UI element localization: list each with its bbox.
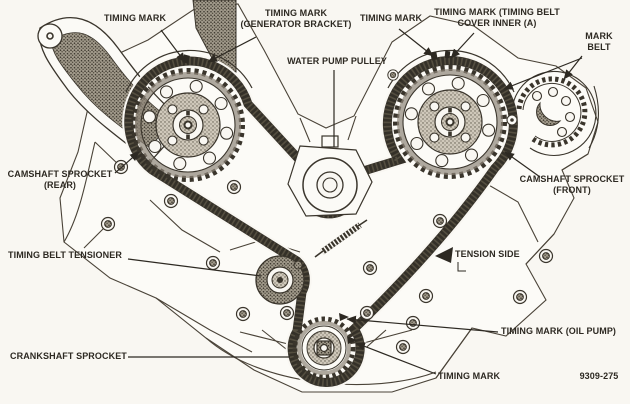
label-water-pump-pulley: WATER PUMP PULLEY	[287, 56, 387, 66]
label-camshaft-sprocket-front: CAMSHAFT SPROCKET (FRONT)	[519, 174, 625, 195]
leader-belt	[503, 57, 583, 90]
water-pump-pulley	[302, 157, 358, 213]
label-camshaft-sprocket-rear: CAMSHAFT SPROCKET (REAR)	[7, 169, 113, 190]
label-timing-mark-cover-inner: TIMING MARK (TIMING BELT COVER INNER (A)	[434, 7, 560, 28]
leader-camshaft-front	[504, 151, 541, 178]
timing-belt	[122, 54, 520, 389]
leader-timing-mark-generator	[207, 36, 257, 63]
leader-tensioner	[127, 258, 262, 277]
timing-mark-cover-glyph	[444, 50, 451, 59]
label-timing-mark-rear: TIMING MARK	[103, 13, 167, 23]
leader-camshaft-rear	[114, 151, 140, 174]
label-crankshaft-sprocket: CRANKSHAFT SPROCKET	[10, 351, 127, 361]
leader-timing-mark-front	[398, 28, 434, 57]
label-timing-mark-crankshaft: TIMING MARK	[437, 371, 501, 381]
leader-lines	[114, 28, 583, 375]
label-tension-side: TENSION SIDE	[455, 249, 520, 259]
generator-bracket	[37, 0, 237, 163]
water-pump	[287, 135, 373, 217]
timing-mark-crankshaft-glyph	[347, 336, 357, 344]
leader-timing-mark-cover	[450, 32, 475, 59]
timing-mark-oil-pump-glyph	[339, 313, 349, 321]
label-timing-mark-oil-pump: TIMING MARK (OIL PUMP)	[501, 326, 617, 336]
partial-sprocket	[506, 70, 599, 157]
label-timing-mark-front: TIMING MARK	[359, 13, 423, 23]
crankshaft-sprocket	[292, 316, 356, 380]
leader-timing-mark-crankshaft	[355, 342, 437, 375]
tensioner-spring	[314, 219, 368, 258]
label-mark-belt: MARK BELT	[585, 31, 613, 52]
label-timing-belt-tensioner: TIMING BELT TENSIONER	[8, 250, 122, 260]
leader-timing-mark-rear	[160, 29, 186, 63]
leader-timing-mark-oil-pump	[346, 315, 499, 333]
tension-side-arrow	[435, 247, 453, 263]
label-timing-mark-generator-bracket: TIMING MARK (GENERATOR BRACKET)	[240, 8, 352, 29]
timing-belt-tensioner-pulley	[255, 255, 305, 305]
figure-code: 9309-275	[579, 371, 619, 381]
